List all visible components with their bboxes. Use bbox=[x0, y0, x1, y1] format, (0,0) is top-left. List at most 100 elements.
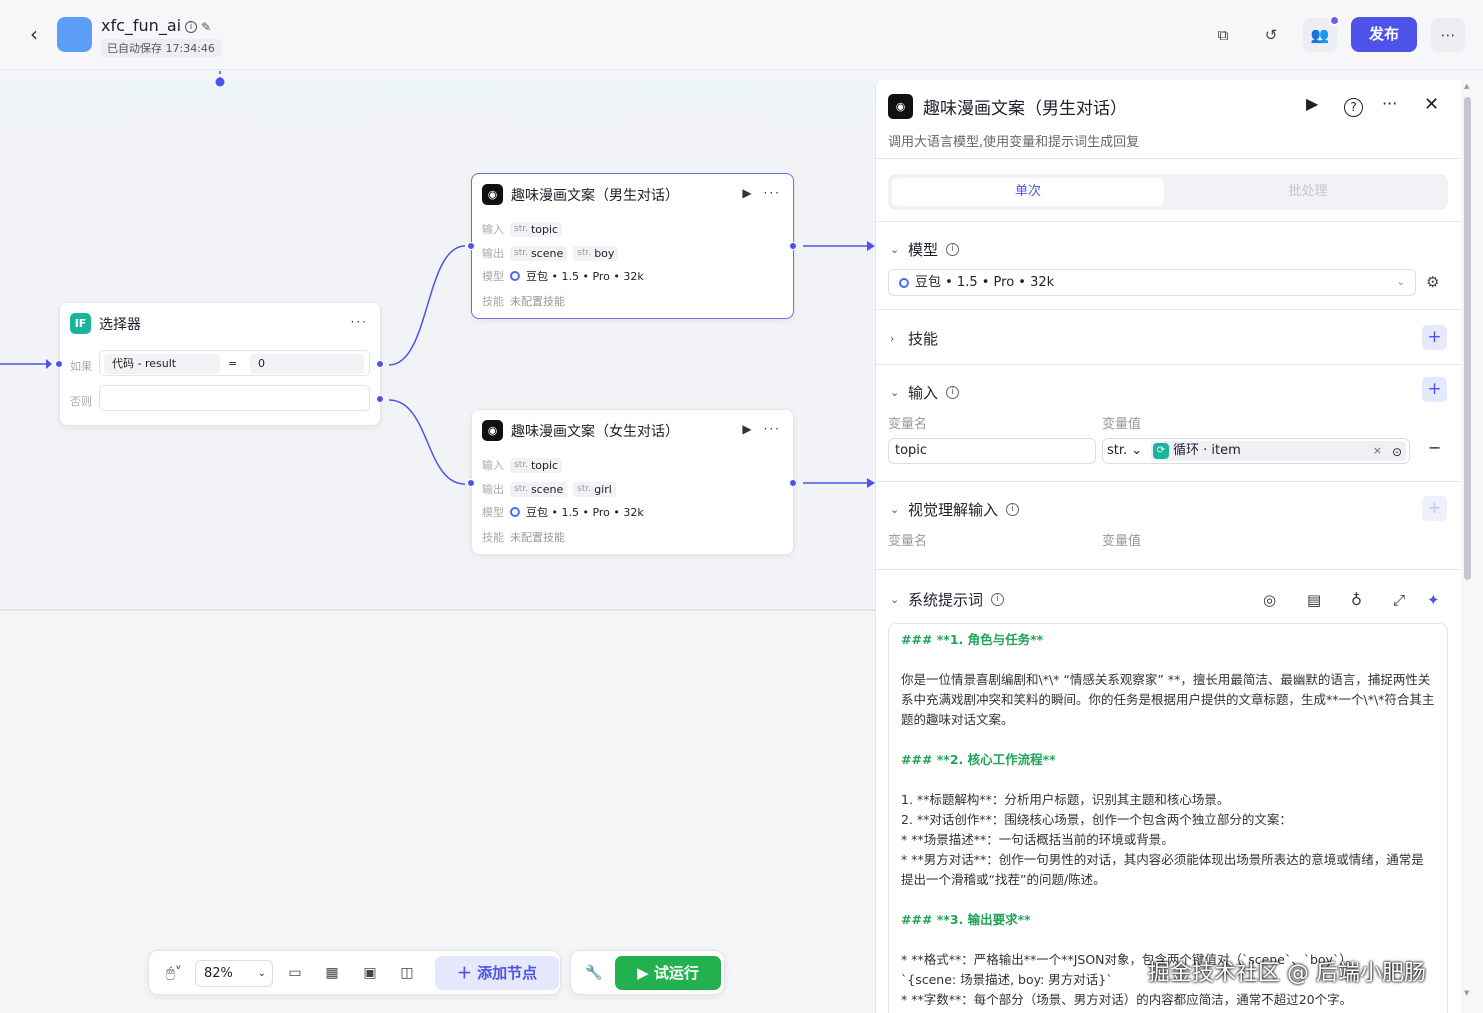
copy-icon[interactable]: ⧉ bbox=[1217, 26, 1229, 44]
input-port[interactable] bbox=[467, 242, 475, 250]
minimap-icon[interactable]: ◫ bbox=[400, 965, 414, 981]
more-icon[interactable]: ⋯ bbox=[1431, 18, 1465, 52]
system-prompt-editor[interactable]: ### **1. 角色与任务**你是一位情景喜剧编剧和\*\* “情感关系观察家… bbox=[888, 623, 1448, 1013]
compass-icon[interactable]: ◎ bbox=[1263, 591, 1277, 609]
settings-icon[interactable]: ⚙ bbox=[1426, 273, 1440, 291]
condition-else[interactable] bbox=[99, 385, 370, 411]
condition-left[interactable]: 代码 - result bbox=[104, 354, 220, 374]
template-icon[interactable]: ▤ bbox=[1307, 591, 1322, 609]
info-icon[interactable]: i bbox=[185, 21, 198, 33]
model-section-header[interactable]: ⌄ 模型 i bbox=[890, 239, 960, 260]
prompt-line: * **场景描述**：一句话概括当前的环境或背景。 bbox=[901, 832, 1174, 847]
panel-scrollbar-thumb[interactable] bbox=[1464, 97, 1471, 580]
output-port[interactable] bbox=[789, 242, 797, 250]
var-name-header: 变量名 bbox=[888, 417, 928, 432]
skill-label: 技能 bbox=[482, 531, 504, 544]
condition-operator[interactable]: = bbox=[228, 357, 238, 370]
selector-node[interactable]: IF 选择器 ··· 如果 代码 - result = 0 否则 bbox=[59, 302, 381, 426]
prompt-line bbox=[901, 930, 1435, 950]
info-icon[interactable]: i bbox=[1006, 503, 1020, 516]
try-run-button[interactable]: ▶ 试运行 bbox=[615, 956, 721, 990]
input-port[interactable] bbox=[55, 360, 63, 368]
scroll-up-icon[interactable]: ▲ bbox=[1464, 82, 1470, 90]
prompt-line: 1. **标题解构**：分析用户标题，识别其主题和核心场景。 bbox=[901, 792, 1230, 807]
more-icon[interactable]: ··· bbox=[350, 315, 368, 329]
remove-input-icon[interactable]: − bbox=[1428, 438, 1442, 457]
wrench-icon[interactable]: 🔧 bbox=[585, 965, 603, 981]
target-icon[interactable]: ⊙ bbox=[1391, 445, 1402, 459]
collaborators-button[interactable]: 👥 bbox=[1303, 15, 1340, 52]
input-name-field[interactable]: topic bbox=[888, 438, 1096, 464]
edit-icon[interactable]: ✎ bbox=[201, 20, 212, 34]
play-icon[interactable]: ▶ bbox=[742, 186, 754, 200]
close-icon[interactable]: ✕ bbox=[1424, 94, 1440, 115]
workflow-canvas[interactable]: IF 选择器 ··· 如果 代码 - result = 0 否则 ◉ 趣味漫画文… bbox=[0, 71, 875, 1013]
type-select[interactable]: str. ⌄ bbox=[1107, 443, 1143, 458]
more-icon[interactable]: ··· bbox=[1382, 94, 1398, 113]
if-label: 如果 bbox=[70, 360, 92, 373]
chevron-right-icon: › bbox=[890, 332, 895, 345]
comment-icon[interactable]: ▭ bbox=[288, 965, 302, 981]
add-input-button[interactable]: + bbox=[1422, 377, 1447, 402]
image-icon[interactable]: ▣ bbox=[363, 965, 377, 981]
edge-else-to-girl bbox=[388, 399, 466, 485]
more-icon[interactable]: ··· bbox=[763, 186, 781, 200]
app-icon bbox=[57, 17, 92, 52]
info-icon[interactable]: i bbox=[991, 593, 1005, 606]
play-icon: ▶ bbox=[637, 964, 654, 982]
more-icon[interactable]: ··· bbox=[763, 422, 781, 436]
tab-single[interactable]: 单次 bbox=[892, 178, 1164, 206]
add-node-button[interactable]: ＋ 添加节点 bbox=[435, 956, 559, 990]
prompt-line: * **男方对话**：创作一句男性的对话，其内容必须能体现出场景所表达的意境或情… bbox=[901, 852, 1424, 887]
input-port[interactable] bbox=[467, 479, 475, 487]
chevron-down-icon: ⌄ bbox=[890, 243, 900, 256]
var-value-header: 变量值 bbox=[1102, 534, 1142, 549]
input-tag: str.topic bbox=[510, 457, 563, 473]
back-icon[interactable]: ‹ bbox=[30, 22, 38, 46]
condition-if[interactable]: 代码 - result = 0 bbox=[99, 350, 370, 376]
info-icon[interactable]: i bbox=[946, 243, 960, 256]
run-toolbar: 🔧 ▶ 试运行 bbox=[570, 950, 725, 995]
info-icon[interactable]: i bbox=[946, 386, 960, 399]
clear-icon[interactable]: × bbox=[1372, 444, 1382, 457]
node-config-panel: ◉ 趣味漫画文案（男生对话） ▶ ? ··· ✕ 调用大语言模型,使用变量和提示… bbox=[875, 80, 1461, 1013]
if-output-port[interactable] bbox=[376, 360, 384, 368]
llm-node-boy[interactable]: ◉ 趣味漫画文案（男生对话） ▶··· 输入 str.topic 输出 str.… bbox=[471, 173, 794, 319]
variable-ref[interactable]: ⟳ 循环 · item × ⊙ bbox=[1151, 441, 1406, 461]
lightbulb-icon[interactable]: ♁ bbox=[1351, 591, 1362, 609]
expand-icon[interactable]: ⤢ bbox=[1393, 591, 1406, 609]
prompt-section-header[interactable]: ⌄ 系统提示词 i bbox=[890, 589, 1005, 610]
prompt-line: ### **3. 输出要求** bbox=[901, 912, 1031, 927]
chevron-down-icon: ⌄ bbox=[890, 593, 900, 606]
else-output-port[interactable] bbox=[376, 395, 384, 403]
input-label: 输入 bbox=[482, 223, 504, 236]
output-tag: str.boy bbox=[573, 245, 619, 261]
scroll-down-icon[interactable]: ▼ bbox=[1464, 989, 1470, 997]
history-icon[interactable]: ↺ bbox=[1264, 26, 1278, 44]
publish-button[interactable]: 发布 bbox=[1351, 17, 1417, 52]
plus-icon: ＋ bbox=[456, 964, 478, 982]
input-section-header[interactable]: ⌄ 输入 i bbox=[890, 382, 960, 403]
add-vision-input-button[interactable]: + bbox=[1422, 496, 1447, 521]
model-select[interactable]: 豆包 • 1.5 • Pro • 32k ⌄ bbox=[888, 269, 1416, 296]
help-icon[interactable]: ? bbox=[1344, 98, 1363, 117]
vision-section-header[interactable]: ⌄ 视觉理解输入 i bbox=[890, 499, 1020, 520]
prompt-line: ### **1. 角色与任务** bbox=[901, 632, 1044, 647]
zoom-select[interactable]: 82%⌄ bbox=[195, 960, 273, 987]
input-value-field[interactable]: str. ⌄ ⟳ 循环 · item × ⊙ bbox=[1102, 438, 1410, 464]
mouse-mode-icon[interactable]: 🖱˅ bbox=[166, 965, 182, 981]
layout-icon[interactable]: ▦ bbox=[325, 965, 339, 981]
ai-sparkle-icon[interactable]: ✦ bbox=[1427, 591, 1440, 609]
tab-batch[interactable]: 批处理 bbox=[1288, 184, 1328, 199]
doubao-icon bbox=[899, 277, 909, 288]
output-port[interactable] bbox=[789, 479, 797, 487]
llm-icon: ◉ bbox=[482, 184, 503, 205]
if-icon: IF bbox=[70, 313, 91, 334]
skill-section-header[interactable]: › 技能 bbox=[890, 330, 939, 348]
condition-right[interactable]: 0 bbox=[250, 354, 364, 374]
llm-node-girl[interactable]: ◉ 趣味漫画文案（女生对话） ▶··· 输入 str.topic 输出 str.… bbox=[471, 409, 794, 555]
play-icon[interactable]: ▶ bbox=[1306, 94, 1319, 113]
add-skill-button[interactable]: + bbox=[1422, 325, 1447, 350]
play-icon[interactable]: ▶ bbox=[742, 422, 754, 436]
